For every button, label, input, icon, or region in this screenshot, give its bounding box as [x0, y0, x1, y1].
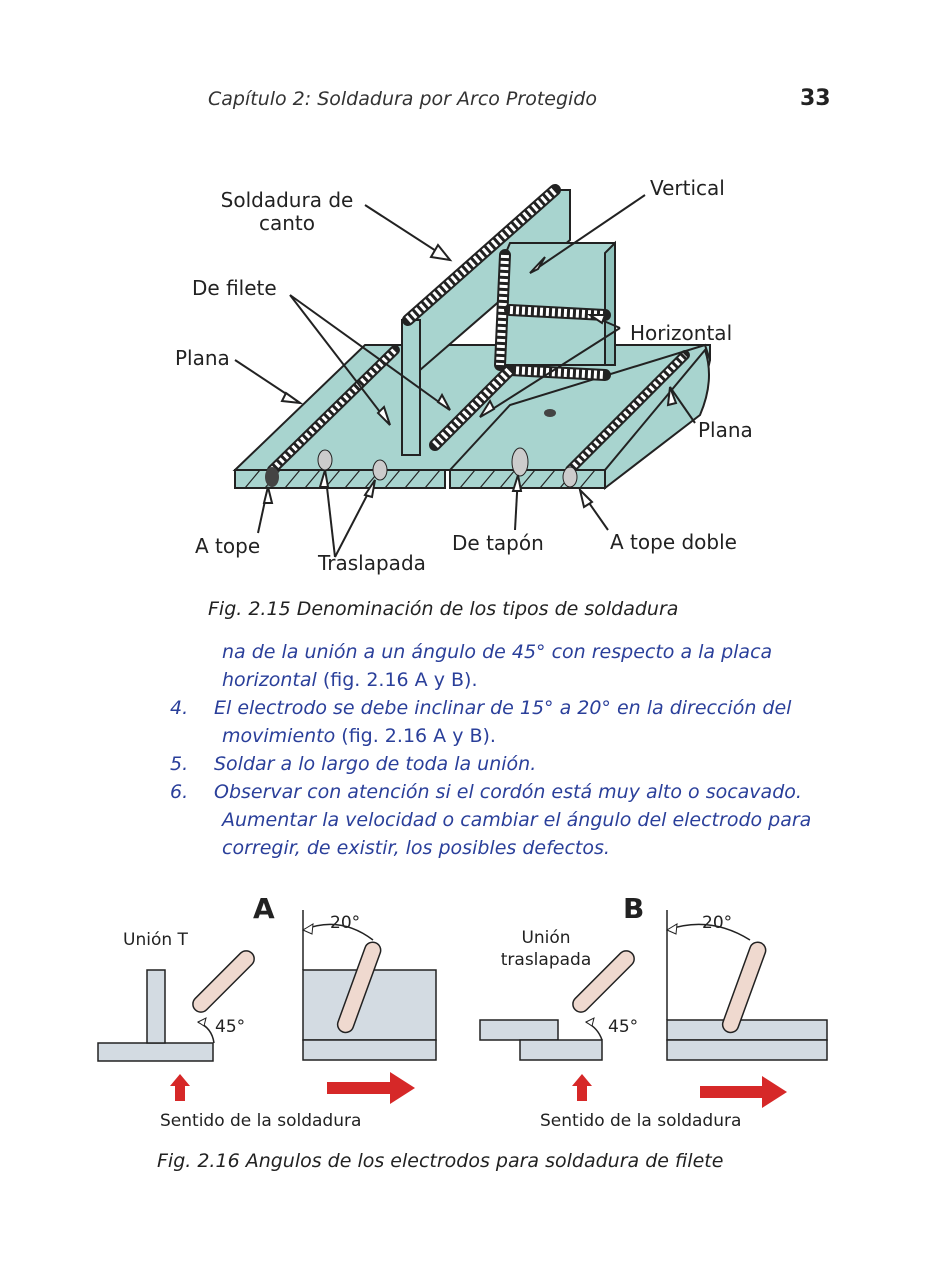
right-arrow-icon-b — [700, 1076, 787, 1108]
label-a-tope-doble: A tope doble — [610, 530, 737, 554]
figure-2-16-caption: Fig. 2.16 Angulos de los electrodos para… — [157, 1150, 724, 1172]
label-horizontal: Horizontal — [630, 321, 732, 345]
item-6-text-c: corregir, de existir, los posibles defec… — [222, 837, 610, 859]
item-6-text: Observar con atención si el cordón está … — [214, 781, 802, 803]
figure-2-15-caption: Fig. 2.15 Denominación de los tipos de s… — [208, 598, 679, 620]
page-number: 33 — [800, 86, 831, 111]
item-5-number: 5. — [170, 753, 189, 775]
body-text: na de la unión a un ángulo de 45° con re… — [170, 638, 835, 862]
label-vertical: Vertical — [650, 176, 725, 200]
body-line-1a: na de la unión a un ángulo de 45° con re… — [222, 641, 773, 663]
weld-types-figure: Soldadura de canto Vertical De filete Ho… — [175, 176, 753, 575]
tee-joint-diagram — [97, 950, 255, 1062]
label-sentido-a: Sentido de la soldadura — [160, 1111, 361, 1131]
angle-20-a: 20° — [330, 913, 360, 933]
label-a-tope: A tope — [195, 534, 260, 558]
label-de-filete: De filete — [192, 276, 277, 300]
body-line-1b-ref: (fig. 2.16 A y B). — [316, 669, 478, 691]
panel-b-label: B — [623, 892, 644, 925]
item-6-number: 6. — [170, 781, 189, 803]
item-4-text-b: movimiento — [222, 725, 336, 747]
angle-45-b: 45° — [608, 1017, 638, 1037]
item-4-ref: (fig. 2.16 A y B). — [335, 725, 496, 747]
upward-arrow-icon-b — [572, 1074, 592, 1101]
body-line-1b: horizontal — [222, 669, 317, 691]
label-soldadura-de-canto-2: canto — [259, 211, 315, 235]
label-traslapada: Traslapada — [317, 551, 426, 575]
label-soldadura-de-canto: Soldadura de — [221, 188, 354, 212]
panel-a-label: A — [253, 892, 275, 925]
weld-assembly-illustration — [232, 184, 712, 491]
electrode-angles-figure: A Unión T 45° 20° Sentido de la soldadur… — [97, 892, 828, 1131]
label-sentido-b: Sentido de la soldadura — [540, 1111, 741, 1131]
angle-20-b: 20° — [702, 913, 732, 933]
label-plana-left: Plana — [175, 346, 230, 370]
side-view-a — [301, 910, 437, 1061]
right-arrow-icon — [327, 1072, 415, 1104]
label-de-tapon: De tapón — [452, 531, 544, 555]
item-6-text-b: Aumentar la velocidad o cambiar el ángul… — [222, 809, 812, 831]
item-4-number: 4. — [170, 697, 189, 719]
leader-arrows — [234, 194, 696, 558]
item-5-text: Soldar a lo largo de toda la unión. — [214, 753, 537, 775]
lap-joint-diagram — [479, 950, 635, 1061]
label-union-traslapada-2: traslapada — [501, 950, 592, 970]
angle-45-a: 45° — [215, 1017, 245, 1037]
item-4-text: El electrodo se debe inclinar de 15° a 2… — [214, 697, 792, 719]
running-header: Capítulo 2: Soldadura por Arco Protegido — [208, 88, 597, 110]
label-union-t: Unión T — [123, 930, 189, 950]
label-union-traslapada-1: Unión — [521, 928, 570, 948]
side-view-b — [665, 910, 828, 1061]
label-plana-right: Plana — [698, 418, 753, 442]
upward-arrow-icon — [170, 1074, 190, 1101]
